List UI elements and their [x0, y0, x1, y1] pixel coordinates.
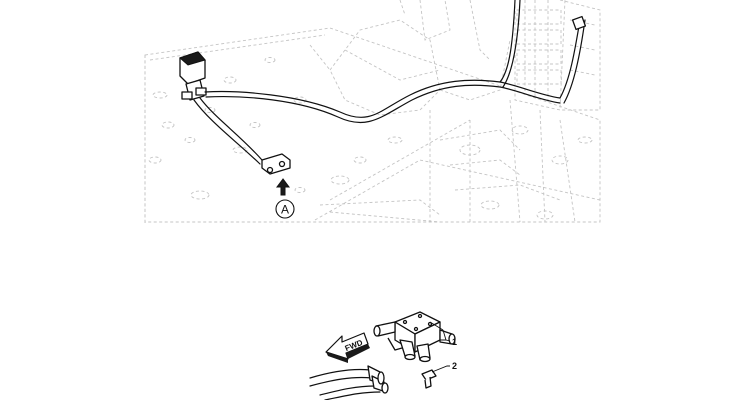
view-a-indicator: A [275, 178, 295, 219]
callout-1: 1 [429, 321, 457, 347]
pressure-switch [261, 153, 291, 175]
solenoid-valve [179, 51, 207, 101]
machine-frame-ghost [144, 0, 601, 225]
callout-1-label: 1 [452, 337, 457, 347]
up-arrow-icon [276, 178, 290, 196]
forward-direction-arrow: FWD [325, 332, 370, 363]
hose-detail [309, 365, 389, 401]
callout-2: 2 [431, 361, 457, 373]
arrow-left-icon [325, 332, 369, 360]
valve-block-detail [373, 311, 456, 363]
callout-2-label: 2 [452, 361, 457, 371]
harness-wires [193, 0, 587, 165]
view-circle [275, 199, 295, 219]
view-label: A [281, 203, 289, 217]
bolt-detail [421, 369, 437, 389]
